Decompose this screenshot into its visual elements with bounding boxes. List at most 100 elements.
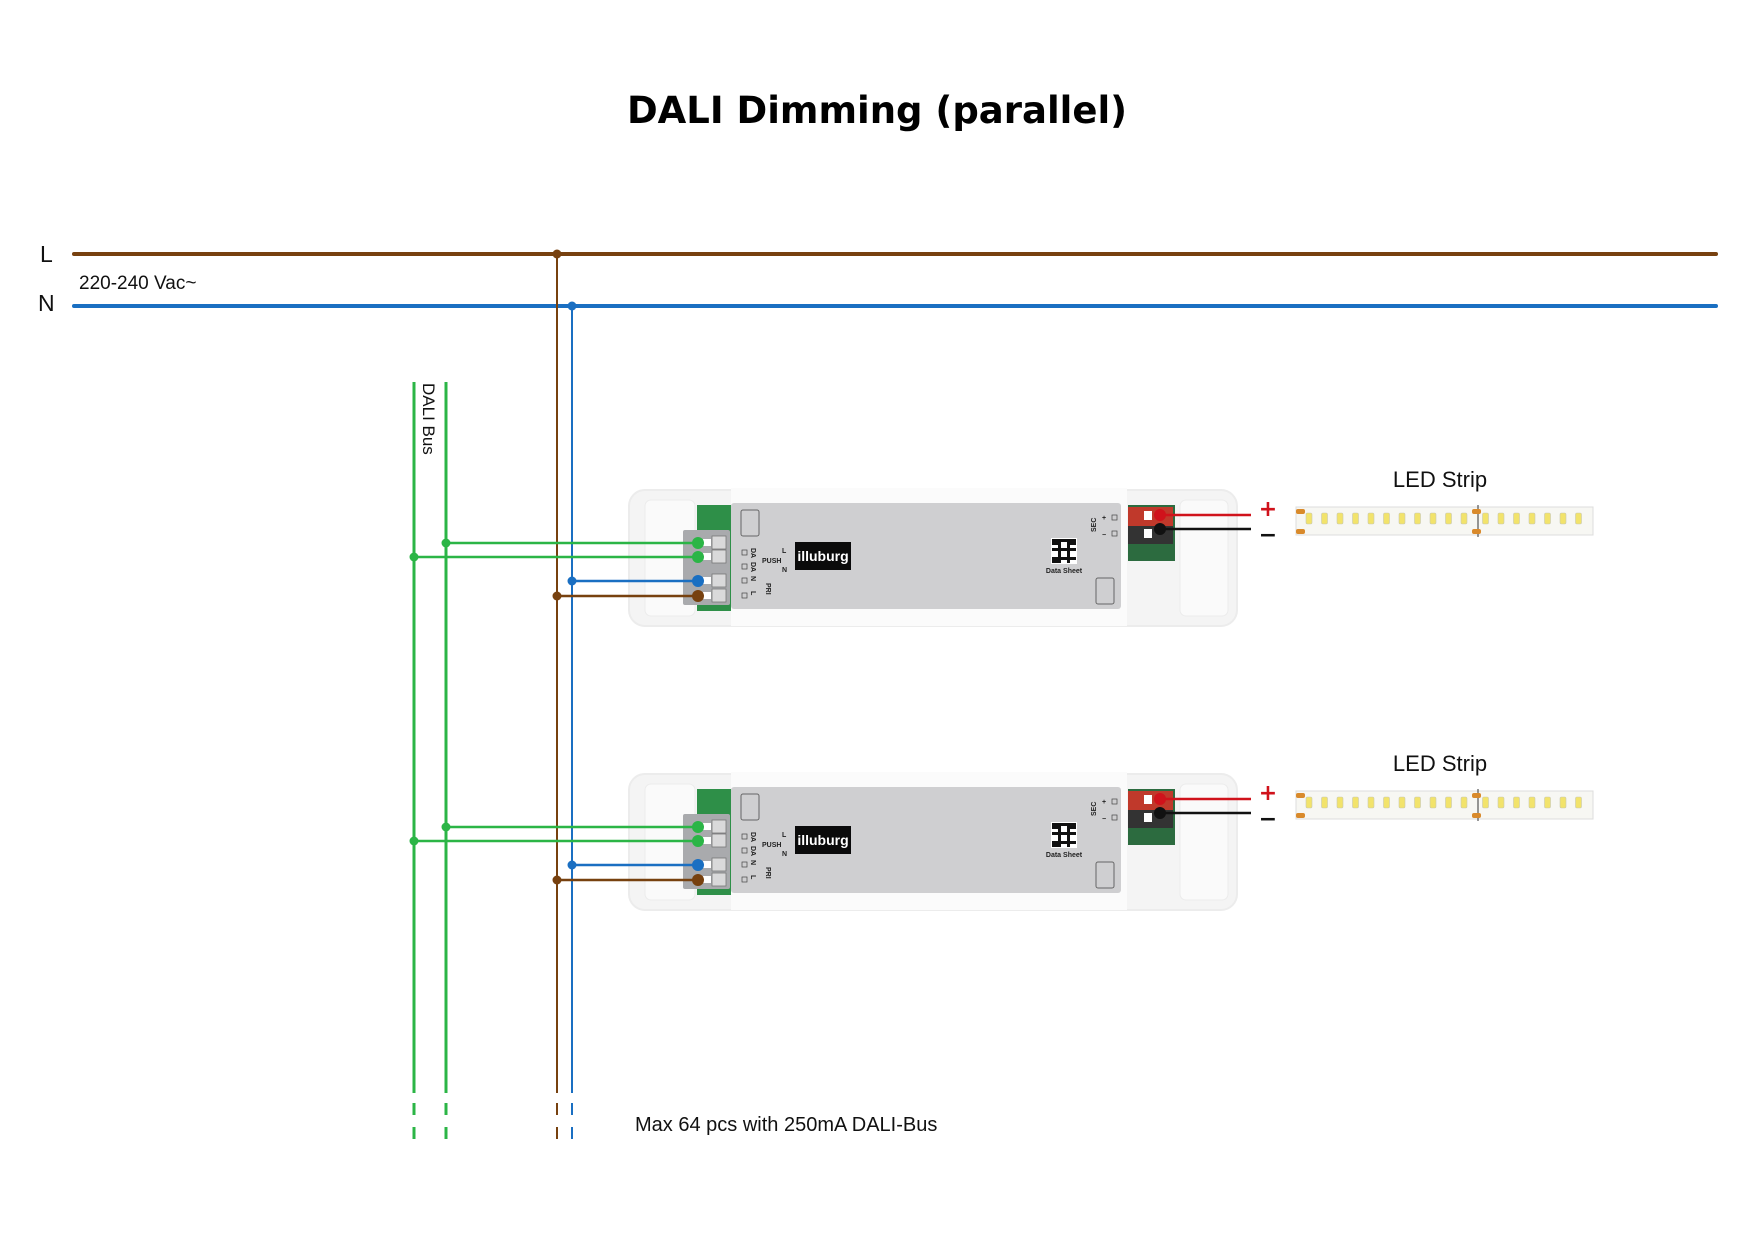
terminal-lever [711, 588, 727, 603]
led-chip [1497, 796, 1505, 809]
strip-length-icon [740, 793, 760, 821]
driver-label-plate [731, 787, 1121, 893]
led-chip [1305, 796, 1313, 809]
terminal-slot [1144, 813, 1152, 822]
led-chip [1544, 796, 1551, 809]
positive-terminal-dot [1154, 793, 1166, 805]
negative-sign: − [1259, 807, 1277, 832]
positive-sign: + [1259, 781, 1277, 806]
bus-verticals [412, 249, 577, 1142]
terminal-lever [711, 857, 727, 872]
dali-wire-da1-junction-dot [441, 822, 451, 832]
led-chip [1336, 512, 1344, 525]
led-chip [1414, 512, 1421, 525]
led-chip [1398, 512, 1406, 525]
led-chip [1544, 512, 1551, 525]
terminal-lever [711, 535, 727, 550]
label-da2: DA [749, 846, 756, 856]
voltage-label: 220-240 Vac~ [79, 273, 196, 294]
strip-length-icon [1095, 577, 1115, 605]
live-wire-junction-dot [552, 875, 562, 885]
solder-pad [1296, 509, 1305, 514]
indicator-square [1111, 514, 1118, 521]
led-chip [1460, 512, 1468, 525]
indicator-square [741, 833, 748, 840]
led-strip-label: LED Strip [1393, 751, 1487, 776]
led-chip [1383, 796, 1390, 809]
live-wire-terminal-dot [692, 874, 704, 886]
pri-label: PRI [764, 867, 771, 879]
label-da1: DA [749, 548, 756, 558]
terminal-slot [703, 861, 711, 868]
driver-label-plate [731, 503, 1121, 609]
solder-pad [1472, 793, 1481, 798]
dali-wire-da1-terminal-dot [692, 537, 704, 549]
dali-wire-da2-terminal-dot [692, 551, 704, 563]
label-l: L [749, 591, 756, 596]
dali-wire-da2-junction-dot [409, 836, 419, 846]
positive-sign: + [1259, 497, 1277, 522]
brand-logo-text: illuburg [797, 832, 848, 848]
live-wire-terminal-dot [692, 590, 704, 602]
solder-pad [1472, 509, 1481, 514]
indicator-square [741, 563, 748, 570]
solder-pad [1296, 813, 1305, 818]
led-chip [1445, 796, 1452, 809]
neutral-junction-dot [567, 301, 577, 311]
terminal-slot [1144, 795, 1152, 804]
push-n-label: N [782, 851, 787, 858]
push-l-label: L [782, 832, 787, 839]
led-strip-label: LED Strip [1393, 467, 1487, 492]
brand-logo-text: illuburg [797, 548, 848, 564]
indicator-square [741, 592, 748, 599]
led-chip [1383, 512, 1390, 525]
label-da2: DA [749, 562, 756, 572]
pri-label: PRI [764, 583, 771, 595]
terminal-slot [703, 553, 711, 560]
led-chip [1528, 512, 1536, 525]
terminal-slot [703, 577, 711, 584]
indicator-square [741, 847, 748, 854]
indicator-square [1111, 798, 1118, 805]
sec-label: SEC [1091, 518, 1098, 532]
case-end-right [1179, 499, 1229, 617]
sec-plus-label: + [1102, 799, 1106, 806]
negative-sign: − [1259, 523, 1277, 548]
page-title: DALI Dimming (parallel) [627, 89, 1127, 132]
indicator-square [1111, 530, 1118, 537]
brand-logo [795, 826, 851, 854]
terminal-lever [711, 872, 727, 887]
live-wire-junction-dot [552, 591, 562, 601]
led-chip [1414, 796, 1421, 809]
led-chip [1336, 796, 1344, 809]
led-chip [1305, 512, 1313, 525]
led-chip [1429, 512, 1437, 525]
neutral-wire-junction-dot [567, 860, 577, 870]
strip-length-icon [740, 509, 760, 537]
solder-pad [1472, 529, 1481, 534]
case-end-right [1179, 783, 1229, 901]
label-n: N [749, 860, 756, 865]
brand-logo [795, 542, 851, 570]
led-chip [1482, 512, 1489, 525]
terminal-lever [711, 833, 727, 848]
qr-code-icon [1051, 822, 1077, 848]
solder-pad [1296, 793, 1305, 798]
qr-code-icon [1051, 538, 1077, 564]
positive-terminal-dot [1154, 509, 1166, 521]
indicator-square [741, 876, 748, 883]
terminal-slot [703, 876, 711, 883]
indicator-square [1111, 814, 1118, 821]
led-chip [1321, 796, 1328, 809]
sec-plus-label: + [1102, 515, 1106, 522]
solder-pad [1296, 529, 1305, 534]
led-chip [1497, 512, 1505, 525]
neutral-wire-junction-dot [567, 576, 577, 586]
terminal-lever [711, 573, 727, 588]
terminal-slot [1144, 511, 1152, 520]
led-chip [1445, 512, 1452, 525]
